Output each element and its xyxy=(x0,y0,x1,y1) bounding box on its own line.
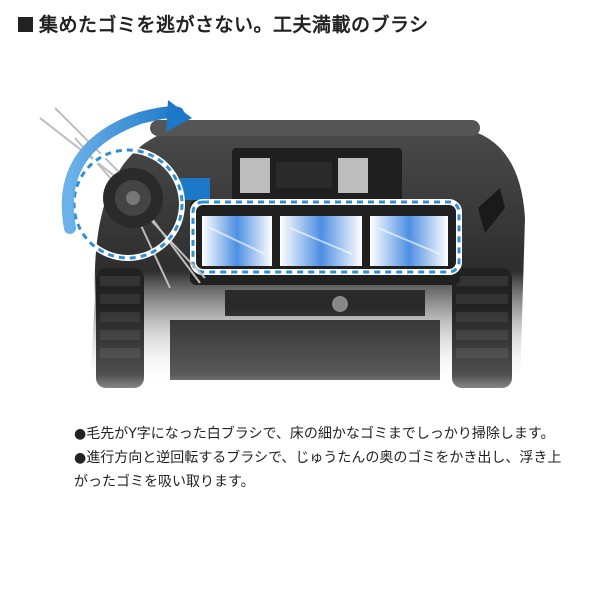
headline-text: 集めたゴミを逃がさない。工夫満載のブラシ xyxy=(39,14,429,36)
bullet-1: ●毛先がY字になった白ブラシで、床の細かなゴミまでしっかり掃除します。 xyxy=(74,422,564,446)
headline-square-icon xyxy=(18,17,33,32)
description: ●毛先がY字になった白ブラシで、床の細かなゴミまでしっかり掃除します。 ●進行方… xyxy=(74,422,564,494)
bullet-2: ●進行方向と逆回転するブラシで、じゅうたんの奥のゴミをかき出し、浮き上がったゴミ… xyxy=(74,446,564,494)
bullet-marker: ● xyxy=(74,450,87,466)
headline: 集めたゴミを逃がさない。工夫満載のブラシ xyxy=(18,10,429,37)
rotation-arrow-icon xyxy=(61,100,192,234)
bullet-text: 毛先がY字になった白ブラシで、床の細かなゴミまでしっかり掃除します。 xyxy=(86,426,555,442)
bullet-marker: ● xyxy=(74,426,87,442)
bullet-text: 進行方向と逆回転するブラシで、じゅうたんの奥のゴミをかき出し、浮き上がったゴミを… xyxy=(74,450,562,490)
robot-vacuum-underside-photo xyxy=(0,100,600,418)
main-brush xyxy=(202,216,448,266)
robot-rim xyxy=(150,120,480,136)
